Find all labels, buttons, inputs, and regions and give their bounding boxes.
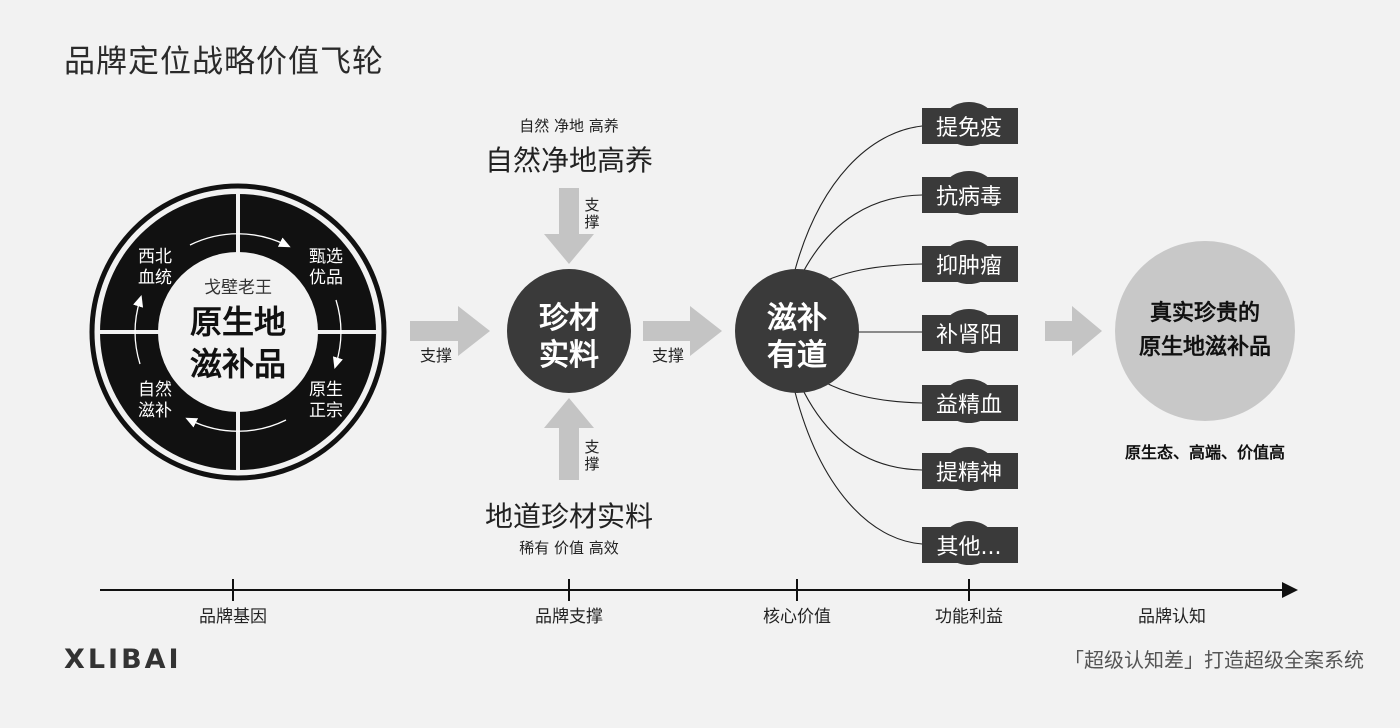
flow-arrow-1 <box>410 306 490 356</box>
timeline-label: 功能利益 <box>935 607 1003 627</box>
timeline: 品牌基因 品牌支撑 核心价值 功能利益 品牌认知 <box>100 579 1298 627</box>
support-top-keywords: 自然 净地 高养 <box>519 117 619 135</box>
cycle-arrow-top <box>189 233 291 248</box>
benefit-tag: 提精神 <box>922 447 1018 491</box>
result-caption: 原生态、高端、价值高 <box>1125 443 1285 462</box>
connector-line <box>799 194 923 279</box>
node-core-line: 有道 <box>767 338 827 373</box>
quadrant-label: 自然 <box>138 380 172 400</box>
benefit-tag: 其他... <box>922 521 1018 565</box>
benefit-tags: 提免疫 抗病毒 抑肿瘤 补肾阳 益精血 提精神 <box>922 102 1018 565</box>
timeline-label: 品牌支撑 <box>535 607 603 627</box>
cycle-arrow-left <box>133 295 144 365</box>
flow-arrow-3 <box>1045 306 1102 356</box>
connector-line <box>794 391 923 545</box>
benefit-label: 益精血 <box>936 393 1002 418</box>
benefit-label: 抗病毒 <box>936 185 1002 210</box>
benefit-label: 提精神 <box>936 461 1002 486</box>
footer-brand-logo: XLIBAI <box>64 644 182 675</box>
quadrant-label: 血统 <box>138 268 172 288</box>
result-circle <box>1115 241 1295 421</box>
benefit-label: 其他... <box>937 535 1002 560</box>
node-core-line: 滋补 <box>767 301 827 336</box>
benefit-tag: 补肾阳 <box>922 309 1018 353</box>
benefit-tag: 提免疫 <box>922 102 1018 146</box>
benefit-label: 提免疫 <box>936 116 1002 141</box>
arrow-label-support-mid: 支撑 <box>652 346 684 365</box>
flywheel: 西北 血统 甄选 优品 自然 滋补 原生 正宗 戈壁老王 原生地 滋补品 <box>89 183 387 481</box>
benefit-label: 抑肿瘤 <box>936 254 1002 279</box>
support-bottom-keywords: 稀有 价值 高效 <box>519 539 619 557</box>
quadrant-label: 原生 <box>309 380 343 400</box>
flywheel-core-line: 原生地 <box>190 303 286 341</box>
benefit-tag: 益精血 <box>922 379 1018 423</box>
timeline-label: 品牌基因 <box>199 607 267 627</box>
node-material-line: 珍材 <box>539 301 599 336</box>
connector-line <box>794 125 923 271</box>
benefit-tag: 抗病毒 <box>922 171 1018 215</box>
benefit-label: 补肾阳 <box>936 323 1002 348</box>
result-line: 原生地滋补品 <box>1139 334 1271 360</box>
support-top-label: 撑 <box>584 213 599 231</box>
quadrant-label: 甄选 <box>309 247 343 267</box>
support-bottom-label: 撑 <box>584 455 599 473</box>
result-line: 真实珍贵的 <box>1150 300 1260 326</box>
cycle-arrow-right <box>332 299 343 369</box>
support-top-title: 自然净地高养 <box>485 144 653 177</box>
footer-slogan: 「超级认知差」打造超级全案系统 <box>1064 648 1364 672</box>
flow-arrow-2 <box>643 306 722 356</box>
benefit-tag: 抑肿瘤 <box>922 240 1018 284</box>
support-arrow-up <box>544 398 594 480</box>
timeline-label: 品牌认知 <box>1138 607 1206 627</box>
node-material-line: 实料 <box>539 338 599 373</box>
support-arrow-down <box>544 188 594 264</box>
quadrant-label: 优品 <box>309 268 343 288</box>
quadrant-label: 西北 <box>138 247 172 267</box>
flywheel-core-line: 滋补品 <box>190 345 286 383</box>
flywheel-center <box>158 252 318 412</box>
node-core-value <box>735 269 859 393</box>
flywheel-brand: 戈壁老王 <box>204 278 272 298</box>
support-top-label: 支 <box>584 196 599 214</box>
quadrant-label: 正宗 <box>309 401 343 421</box>
timeline-label: 核心价值 <box>763 607 831 627</box>
cycle-arrow-bottom <box>185 417 287 432</box>
page-title: 品牌定位战略价值飞轮 <box>64 44 384 80</box>
connector-line <box>799 383 923 471</box>
node-material <box>507 269 631 393</box>
quadrant-label: 滋补 <box>138 401 172 421</box>
support-bottom-title: 地道珍材实料 <box>485 500 653 533</box>
support-bottom-label: 支 <box>584 438 599 456</box>
timeline-arrowhead <box>1282 582 1298 598</box>
arrow-label-support-left: 支撑 <box>420 346 452 365</box>
